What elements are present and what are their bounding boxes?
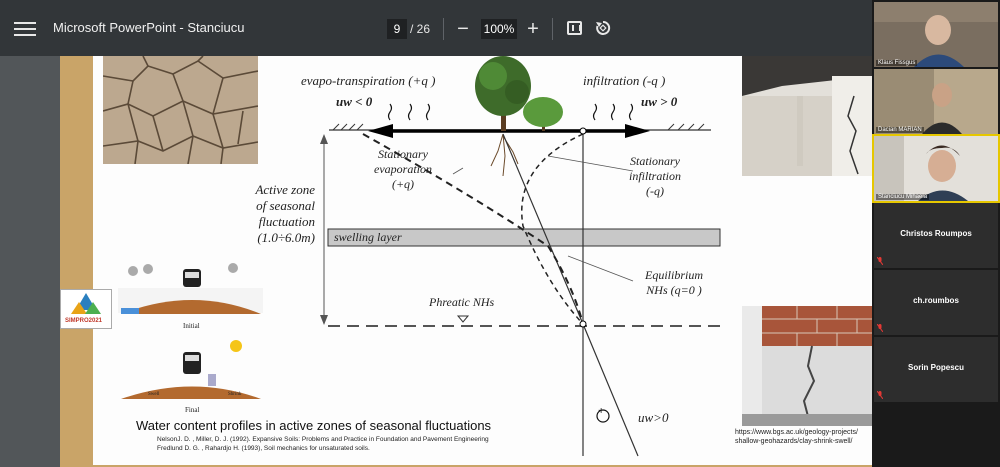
uw-negative-label: uw < 0 <box>336 94 373 109</box>
evapo-transpiration-label: evapo-transpiration (+q ) <box>301 73 436 88</box>
house-corner-photo <box>742 56 872 176</box>
swelling-layer-label: swelling layer <box>334 230 402 244</box>
right-arrowhead <box>625 124 650 138</box>
participant-name: ch.roumbos <box>913 296 959 305</box>
participant-tile[interactable]: Christos Roumpos <box>874 203 998 268</box>
zoom-out-button[interactable]: − <box>457 18 469 40</box>
participant-name: Dacian MARIAN <box>876 127 924 133</box>
cracked-soil-photo <box>103 56 258 164</box>
document-viewport[interactable]: evapo-transpiration (+q ) uw < 0 infiltr… <box>0 56 872 467</box>
swell-label: Swell <box>148 392 160 397</box>
page-number-input[interactable]: 9 <box>387 19 407 39</box>
rotate-icon[interactable] <box>594 19 612 37</box>
wall-crack-photo <box>742 306 872 426</box>
shrink-label: Shrink <box>228 392 242 397</box>
toolbar-divider <box>552 18 553 40</box>
train-initial-illustration <box>118 263 263 314</box>
water-table-symbol <box>456 315 470 323</box>
slide-caption: Water content profiles in active zones o… <box>136 418 492 433</box>
active-zone-label: Active zone of seasonal fluctuation (1.0… <box>255 182 315 245</box>
participant-tile[interactable]: Dacian MARIAN <box>874 69 998 134</box>
infiltration-profile <box>521 133 584 325</box>
participant-tile-active-speaker[interactable]: Stanciucu Mihaela <box>872 134 1000 203</box>
plus-symbol: + <box>598 405 605 417</box>
participant-tile[interactable]: ch.roumbos <box>874 270 998 335</box>
pdf-toolbar: Microsoft PowerPoint - Stanciucu 9 / 26 … <box>0 0 872 56</box>
participant-tile[interactable]: Sorin Popescu <box>874 337 998 402</box>
tree-roots <box>490 133 519 177</box>
final-label: Final <box>185 406 200 414</box>
uw-positive-label: uw > 0 <box>641 94 678 109</box>
muted-mic-icon <box>877 391 883 399</box>
participant-name: Christos Roumpos <box>900 229 972 238</box>
slide: evapo-transpiration (+q ) uw < 0 infiltr… <box>93 56 872 465</box>
references: NelsonJ. D. , Miller, D. J. (1992). Expa… <box>157 436 489 452</box>
participant-name: Klaus Fissgus <box>876 60 918 66</box>
menu-icon[interactable] <box>14 18 36 38</box>
page-total: / 26 <box>410 22 431 36</box>
muted-mic-icon <box>877 324 883 332</box>
zoom-level-input[interactable]: 100% <box>481 19 517 39</box>
stationary-infiltration-label: Stationary infiltration (-q) <box>628 154 681 198</box>
initial-label: Initial <box>183 322 200 330</box>
participant-name: Sorin Popescu <box>907 363 964 372</box>
zoom-in-button[interactable]: + <box>527 18 539 40</box>
toolbar-divider <box>443 18 444 40</box>
evaporation-profile <box>362 133 584 325</box>
stationary-evaporation-label: Stationary evaporation (+q) <box>374 147 432 191</box>
infiltration-label: infiltration (-q ) <box>583 73 666 88</box>
water-content-diagram <box>118 56 721 457</box>
muted-mic-icon <box>877 257 883 265</box>
equilibrium-label: Equilibrium NHs (q=0 ) <box>644 268 703 297</box>
left-arrowhead <box>368 124 393 138</box>
source-url[interactable]: https://www.bgs.ac.uk/geology-projects/ … <box>735 429 858 445</box>
participants-panel: Klaus Fissgus Dacian MARIAN Stanciucu Mi… <box>872 0 1000 467</box>
phreatic-label: Phreatic NHs <box>429 295 495 309</box>
participant-name: Stanciucu Mihaela <box>876 194 930 200</box>
ground-hatch <box>332 123 705 131</box>
train-final-illustration <box>121 340 261 399</box>
simpro-logo: SIMPRO2021 <box>60 289 112 329</box>
tree-illustration <box>475 56 563 131</box>
participant-tile[interactable]: Klaus Fissgus <box>874 2 998 67</box>
swelling-layer-band <box>327 228 721 247</box>
pdf-page: evapo-transpiration (+q ) uw < 0 infiltr… <box>60 56 872 467</box>
fit-to-page-icon[interactable] <box>567 21 582 35</box>
positive-pressure-symbol <box>596 409 610 423</box>
evaporation-waves <box>387 103 634 121</box>
document-title: Microsoft PowerPoint - Stanciucu <box>53 20 245 35</box>
uw-bottom-label: uw>0 <box>638 410 669 425</box>
